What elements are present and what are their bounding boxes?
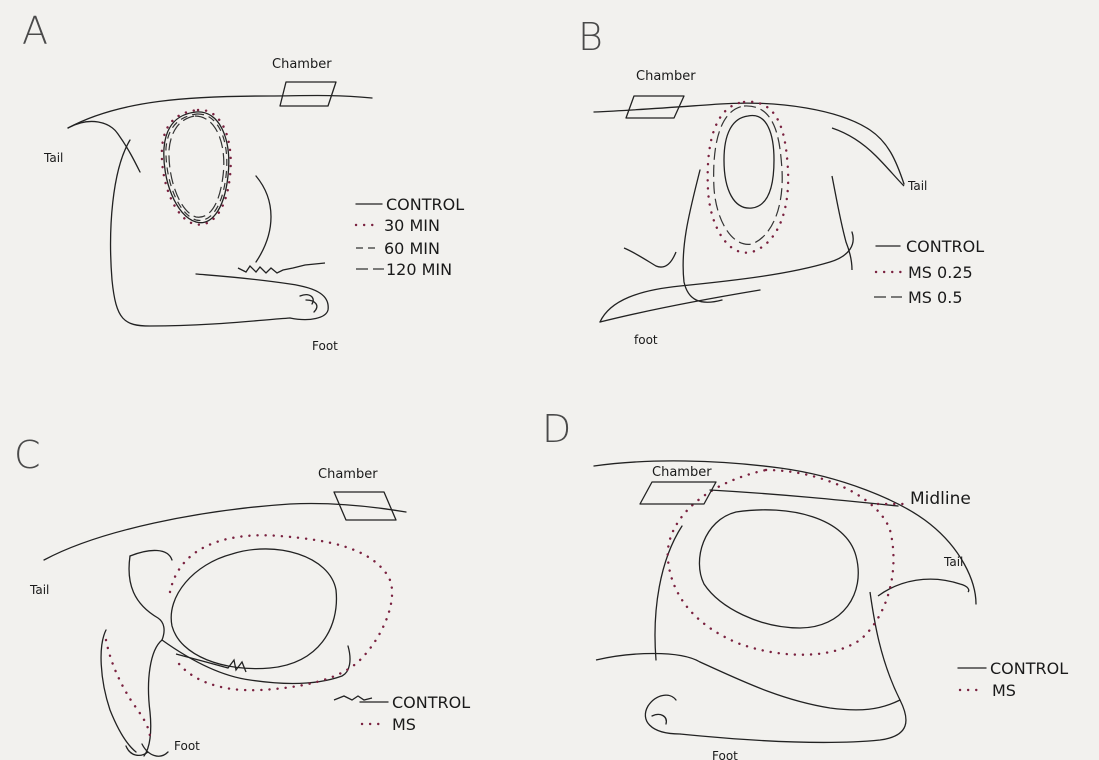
panel-a-foot-label: Foot [312,339,338,353]
panel-b-legend-ms025: MS 0.25 [908,263,973,282]
panel-c-field-control [171,549,336,669]
panel-b-rear [832,176,852,270]
panel-b-field-control [724,115,774,208]
panel-d: D Chamber Midline Tail Foot CONTROL MS [542,407,1068,760]
panel-d-belly [700,662,900,710]
panel-a-tail-label: Tail [43,151,63,165]
panel-a: A Chamber Tail Foot CONTROL 30 MIN 60 MI… [22,9,464,353]
panel-b-legend: CONTROL MS 0.25 MS 0.5 [874,237,984,307]
panel-c-body-outline [129,556,164,640]
panel-b-tail-label: Tail [907,179,927,193]
panel-a-toes [300,295,317,312]
panel-a-letter: A [22,9,48,53]
panel-d-tail-contour [878,579,969,596]
panel-a-hindlimb [256,176,271,262]
panel-d-chamber-label: Chamber [652,465,712,480]
panel-a-legend-30min: 30 MIN [384,216,440,235]
panel-d-chamber [640,482,716,504]
panel-c-lower-body [162,640,350,683]
panel-d-hindlimb [596,654,700,663]
panel-c-leg-inner [144,640,162,756]
panel-d-letter: D [542,407,571,451]
panel-a-chamber [280,82,336,106]
panel-a-rough-line [238,263,325,273]
panel-b-foot-label: foot [634,333,658,347]
panel-a-tail-contour [68,121,140,172]
panel-d-midline-label: Midline [910,489,971,509]
panel-b-field-ms025 [708,102,789,253]
panel-c-tail-contour [130,550,172,560]
panel-b-belly [600,232,853,322]
panel-c-legend-ms: MS [392,715,416,734]
panel-a-legend-120min: 120 MIN [386,260,452,279]
panel-d-tail-label: Tail [943,555,963,569]
panel-b-letter: B [578,15,603,59]
panel-b-leg [600,290,760,322]
panel-d-field-control [699,510,858,628]
panel-d-legend-ms: MS [992,681,1016,700]
panel-c-field-ms-leg [106,640,150,736]
panel-d-foot-label: Foot [712,749,738,760]
panel-d-legend: CONTROL MS [958,659,1068,700]
panel-a-legend-control: CONTROL [386,195,464,214]
panel-b-legend-ms05: MS 0.5 [908,288,963,307]
panel-d-foot [645,695,680,734]
panel-d-midline [710,490,898,506]
panel-d-legend-control: CONTROL [990,659,1068,678]
panel-d-lower-body [680,592,906,742]
panel-b: B Chamber Tail foot CONTROL MS 0.25 MS 0… [578,15,984,347]
panel-c-tail-label: Tail [29,583,49,597]
panel-c-rough-line [176,654,372,700]
panel-b-field-ms05 [714,106,783,244]
panel-c-back-line [44,503,406,560]
panel-c-letter: C [14,433,41,477]
panel-a-legend: CONTROL 30 MIN 60 MIN 120 MIN [356,195,464,279]
panel-b-chamber-label: Chamber [636,69,696,84]
panel-c-legend: CONTROL MS [360,693,470,734]
panel-c-leg [101,630,136,752]
panel-a-legend-60min: 60 MIN [384,239,440,258]
panel-b-legend-control: CONTROL [906,237,984,256]
panel-c-chamber-label: Chamber [318,467,378,482]
panel-a-chamber-label: Chamber [272,57,332,72]
panel-b-hindlimb [624,248,676,267]
panel-a-leg [196,274,328,320]
panel-c: C Chamber Tail Foot CONTROL MS [14,433,470,756]
panel-a-back-line [68,96,372,129]
panel-c-legend-control: CONTROL [392,693,470,712]
panel-c-foot-label: Foot [174,739,200,753]
